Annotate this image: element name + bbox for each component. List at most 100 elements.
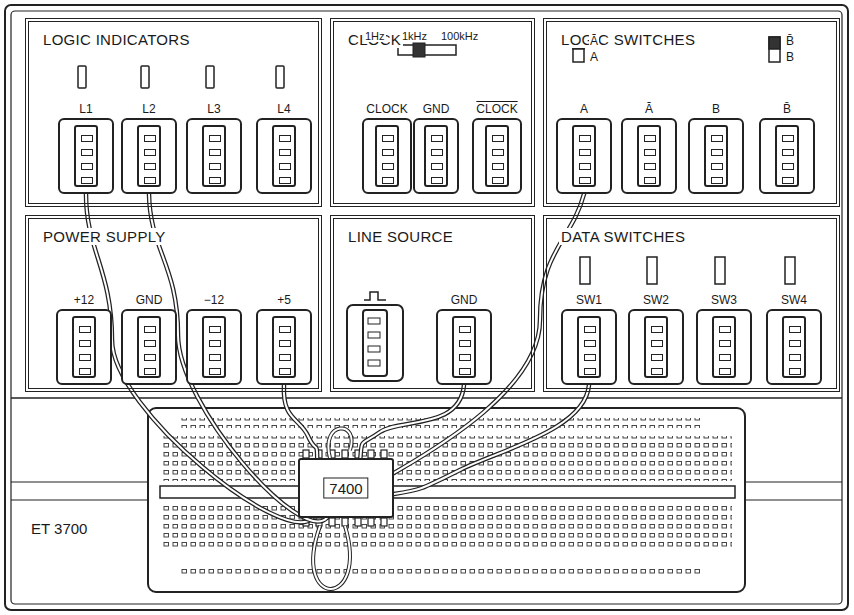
terminal-hole [279, 149, 291, 156]
terminal-hole [279, 354, 291, 361]
terminal-housing [186, 309, 242, 385]
terminal-label-row: B̄ [759, 100, 815, 118]
switch-label: Ā [589, 34, 599, 48]
terminal-slot [644, 316, 668, 378]
terminal-hole [651, 354, 663, 361]
terminal-hole [644, 149, 656, 156]
terminal-housing [121, 118, 177, 194]
terminal-label-row: B [688, 100, 744, 118]
terminal-hole [789, 368, 801, 375]
module-panel: LINE SOURCE GND [330, 215, 535, 392]
terminal-hole [459, 340, 471, 347]
module-panel: CLOCKCLOCKGNDCLOCK [330, 18, 535, 207]
switch-label: B [785, 50, 795, 64]
terminal-label-row: GND [413, 100, 459, 118]
switch-label: A [589, 50, 599, 64]
terminal-hole [782, 163, 794, 170]
terminal-hole [651, 368, 663, 375]
terminal-hole [209, 135, 221, 142]
terminal-hole [492, 135, 504, 142]
terminal-hole [209, 354, 221, 361]
terminal-slot [712, 316, 736, 378]
terminal-hole [279, 135, 291, 142]
terminal-block: +5 [256, 291, 312, 385]
terminal-hole [431, 135, 443, 142]
terminal-label-row: SW2 [628, 291, 684, 309]
terminal-hole [209, 163, 221, 170]
terminal-block: SW3 [696, 291, 752, 385]
terminal-label-row: GND [121, 291, 177, 309]
terminal-label: SW3 [710, 293, 738, 307]
terminal-housing [56, 309, 112, 385]
terminal-hole [492, 149, 504, 156]
terminal-hole [584, 368, 596, 375]
terminal-hole [579, 135, 591, 142]
terminal-housing [256, 309, 312, 385]
terminal-label: GND [422, 102, 451, 116]
terminal-hole [789, 340, 801, 347]
terminal-hole [144, 149, 156, 156]
terminal-hole [719, 368, 731, 375]
terminal-hole [79, 326, 91, 333]
terminal-slot [637, 125, 661, 187]
terminal-hole [79, 368, 91, 375]
terminal-hole [81, 163, 93, 170]
terminal-label: B̄ [782, 102, 792, 116]
terminal-hole [209, 340, 221, 347]
terminal-hole [584, 340, 596, 347]
terminal-slot [202, 316, 226, 378]
terminal-label-row: L3 [186, 100, 242, 118]
terminal-hole [711, 177, 723, 184]
terminal-housing [688, 118, 744, 194]
terminal-label-row: Ā [621, 100, 677, 118]
panel-heading: LINE SOURCE [346, 228, 455, 245]
terminal-hole [144, 177, 156, 184]
switch-label: B̄ [785, 34, 795, 48]
terminal-hole [782, 177, 794, 184]
terminal-hole [144, 340, 156, 347]
terminal-slot [424, 125, 448, 187]
terminal-slot [202, 125, 226, 187]
terminal-label: Ā [644, 102, 654, 116]
terminal-housing [58, 118, 114, 194]
terminal-label: CLOCK [475, 102, 518, 116]
terminal-hole [279, 177, 291, 184]
terminal-label-row: CLOCK [362, 100, 412, 118]
terminal-block: GND [413, 100, 459, 194]
switch-label: 100kHz [440, 30, 479, 42]
terminal-hole [719, 326, 731, 333]
terminal-label: GND [450, 293, 479, 307]
module-panel: DATA SWITCHESSW1SW2SW3SW4 [543, 215, 840, 392]
terminal-label-row: SW3 [696, 291, 752, 309]
terminal-label: B [711, 102, 721, 116]
terminal-hole [431, 177, 443, 184]
terminal-label: CLOCK [365, 102, 408, 116]
terminal-hole [651, 340, 663, 347]
terminal-slot [272, 316, 296, 378]
terminal-label: SW4 [780, 293, 808, 307]
terminal-housing [413, 118, 459, 194]
terminal-block: L1 [58, 100, 114, 194]
terminal-slot [72, 316, 96, 378]
terminal-hole [144, 135, 156, 142]
terminal-slot [704, 125, 728, 187]
terminal-hole [644, 163, 656, 170]
terminal-slot [572, 125, 596, 187]
terminal-block: CLOCK [362, 100, 412, 194]
terminal-label-row: A [556, 100, 612, 118]
terminal-hole [644, 135, 656, 142]
terminal-hole [81, 135, 93, 142]
terminal-hole [584, 354, 596, 361]
terminal-slot [137, 125, 161, 187]
terminal-label-row: L2 [121, 100, 177, 118]
module-panel: LOGIC INDICATORSL1L2L3L4 [25, 18, 322, 207]
terminal-hole [382, 135, 394, 142]
terminal-hole [782, 149, 794, 156]
terminal-hole [431, 163, 443, 170]
terminal-block: SW2 [628, 291, 684, 385]
terminal-hole [279, 326, 291, 333]
terminal-hole [711, 149, 723, 156]
terminal-hole [144, 368, 156, 375]
